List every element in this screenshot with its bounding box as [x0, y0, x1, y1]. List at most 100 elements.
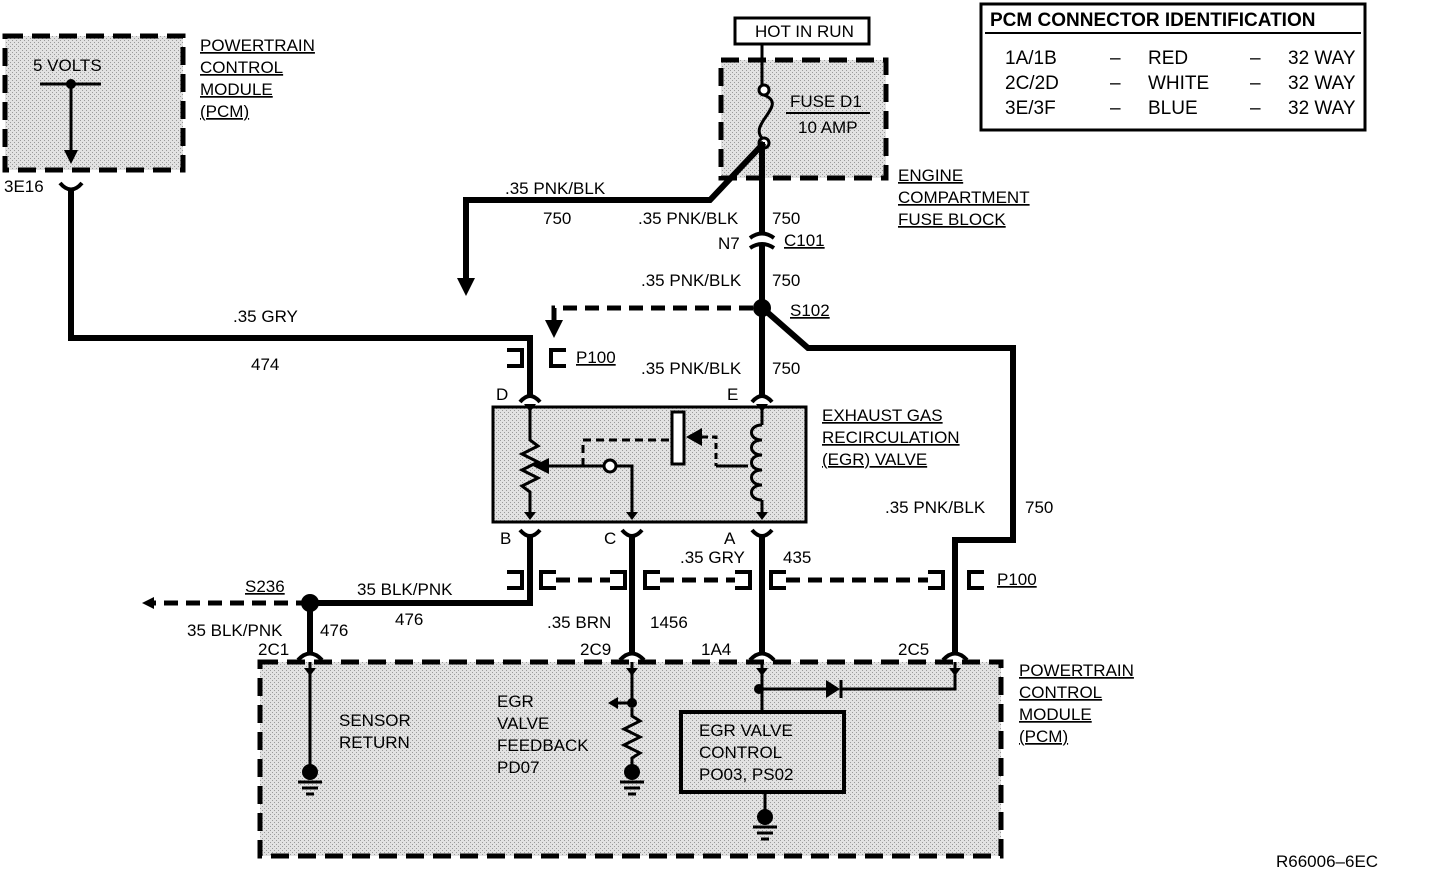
connector-egr-a: [750, 528, 774, 538]
arrow-down-icon: [64, 150, 78, 164]
wire-750-right-gauge: .35 PNK/BLK: [885, 498, 986, 517]
hot-in-run-text: HOT IN RUN: [755, 22, 854, 41]
egr-valve-name: EXHAUST GAS: [822, 406, 943, 425]
table-row-dash: –: [1110, 98, 1121, 119]
table-row-ways: 32 WAY: [1288, 48, 1356, 69]
wire-750-right: [762, 307, 1016, 653]
table-row-dash: –: [1250, 48, 1261, 69]
table-row-dash: –: [1110, 73, 1121, 94]
wire-1456-gauge: .35 BRN: [547, 613, 611, 632]
wire-474-number: 474: [251, 355, 279, 374]
egr-valve: [491, 405, 808, 524]
feedback-label: VALVE: [497, 714, 549, 733]
wire-750-mid-number: 750: [772, 271, 800, 290]
pcm-bottom-box: [257, 651, 1004, 859]
diode-icon: [826, 680, 840, 698]
connector-p100-bottom: [769, 570, 786, 590]
wire-750-mid-gauge: .35 PNK/BLK: [641, 271, 742, 290]
pin-2c5: 2C5: [898, 640, 929, 659]
wire-750-e-number: 750: [772, 359, 800, 378]
wire-474-gauge: .35 GRY: [233, 307, 298, 326]
fuse-rating: 10 AMP: [798, 118, 858, 137]
pin-e: E: [727, 385, 738, 404]
wire-476b-gauge: 35 BLK/PNK: [187, 621, 283, 640]
egr-valve-control-box: [679, 710, 846, 794]
table-row-color: RED: [1148, 48, 1188, 69]
connector-p100-bottom: [928, 570, 945, 590]
pcm-top-name: MODULE: [200, 80, 273, 99]
connector-c101-top: [748, 231, 776, 240]
connector-p100-bottom: [610, 570, 627, 590]
wire-750-left: [463, 140, 767, 285]
connector-c101-label: C101: [784, 231, 825, 250]
feedback-label: PD07: [497, 758, 540, 777]
wire-750-right-number: 750: [1025, 498, 1053, 517]
pcm-bottom-name: CONTROL: [1019, 683, 1102, 702]
wire-750-left-number: 750: [543, 209, 571, 228]
arrow-down-icon: [457, 278, 475, 296]
wire-750-top-number: 750: [772, 209, 800, 228]
wire-750-top-gauge: .35 PNK/BLK: [638, 209, 739, 228]
connector-p100-top-label: P100: [576, 348, 616, 367]
wire-474: [68, 189, 533, 395]
table-title: PCM CONNECTOR IDENTIFICATION: [990, 10, 1315, 31]
egr-valve-name: (EGR) VALVE: [822, 450, 927, 469]
arrow-down-icon: [545, 320, 563, 338]
connector-p100-bottom: [735, 570, 752, 590]
reference-id: R66006–6EC: [1276, 852, 1378, 871]
table-row-conn: 2C/2D: [1005, 73, 1059, 94]
connector-1a4: [748, 651, 776, 662]
pcm-top-name: CONTROL: [200, 58, 283, 77]
pcm-bottom-name: POWERTRAIN: [1019, 661, 1134, 680]
splice-s102-label: S102: [790, 301, 830, 320]
pcm-top-name: POWERTRAIN: [200, 36, 315, 55]
resistor-icon: [620, 708, 644, 770]
table-row-ways: 32 WAY: [1288, 98, 1356, 119]
table-row-color: BLUE: [1148, 98, 1198, 119]
table-row-dash: –: [1250, 73, 1261, 94]
control-label: PO03, PS02: [699, 765, 794, 784]
solenoid-plunger: [670, 410, 686, 466]
splice-s236-label: S236: [245, 577, 285, 596]
connector-egr-e: [750, 394, 774, 404]
connector-egr-b: [518, 528, 542, 538]
pcm-top-name: (PCM): [200, 102, 249, 121]
wire-750-left-gauge: .35 PNK/BLK: [505, 179, 606, 198]
pcm-bottom-name: MODULE: [1019, 705, 1092, 724]
connector-2c9: [618, 651, 646, 662]
table-row-dash: –: [1250, 98, 1261, 119]
feedback-label: EGR: [497, 692, 534, 711]
connector-2c1: [296, 651, 324, 662]
sensor-return-label: SENSOR: [339, 711, 411, 730]
connector-p100-bottom: [967, 570, 984, 590]
pin-2c1: 2C1: [258, 640, 289, 659]
wire-435-number: 435: [783, 548, 811, 567]
table-row-color: WHITE: [1148, 73, 1209, 94]
connector-p100-bottom: [507, 570, 524, 590]
connector-egr-c: [620, 528, 644, 538]
solenoid-coil-icon: [750, 423, 763, 502]
wire-1456-number: 1456: [650, 613, 688, 632]
pcm-bottom-name: (PCM): [1019, 727, 1068, 746]
pin-c: C: [604, 529, 616, 548]
pcm-voltage-label: 5 VOLTS: [33, 56, 102, 75]
wire-476: [307, 537, 533, 606]
table-row-conn: 1A/1B: [1005, 48, 1057, 69]
connector-2c5: [941, 651, 969, 662]
wire-dashed-s102: [551, 305, 753, 322]
fuse-block-name: ENGINE: [898, 166, 963, 185]
pin-d: D: [496, 385, 508, 404]
control-label: EGR VALVE: [699, 721, 793, 740]
connector-p100-top-right: [549, 348, 566, 368]
fuse-icon: [757, 93, 774, 142]
table-row-dash: –: [1110, 48, 1121, 69]
pin-n7: N7: [718, 234, 740, 253]
fuse-block-name: FUSE BLOCK: [898, 210, 1006, 229]
pin-1a4: 1A4: [701, 640, 731, 659]
fuse-block: FUSE D1 10 AMP: [718, 44, 889, 181]
wire-476b-number: 476: [320, 621, 348, 640]
feedback-label: FEEDBACK: [497, 736, 589, 755]
wire-476-number: 476: [395, 610, 423, 629]
fuse-block-name: COMPARTMENT: [898, 188, 1030, 207]
